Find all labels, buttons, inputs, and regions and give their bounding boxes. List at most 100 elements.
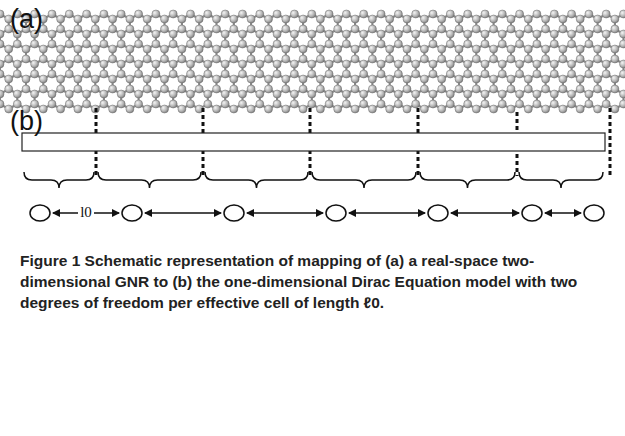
atom bbox=[533, 60, 541, 68]
atom bbox=[334, 25, 342, 33]
atom bbox=[161, 55, 169, 63]
atom bbox=[230, 85, 238, 93]
atom bbox=[109, 25, 117, 33]
atom bbox=[516, 10, 524, 18]
atom bbox=[490, 25, 498, 33]
atom bbox=[602, 10, 610, 18]
atom bbox=[524, 45, 532, 53]
atom bbox=[585, 90, 593, 98]
atom bbox=[481, 60, 489, 68]
atom bbox=[178, 55, 186, 63]
atom bbox=[152, 90, 160, 98]
atom bbox=[377, 70, 385, 78]
atom bbox=[429, 60, 437, 68]
atom bbox=[316, 85, 324, 93]
atom bbox=[620, 70, 625, 78]
atom bbox=[377, 30, 385, 38]
atom bbox=[342, 60, 350, 68]
atom bbox=[247, 105, 255, 113]
atom bbox=[299, 25, 307, 33]
atom bbox=[559, 55, 567, 63]
atom bbox=[213, 25, 221, 33]
atom bbox=[178, 85, 186, 93]
atom bbox=[239, 100, 247, 108]
atom bbox=[386, 55, 394, 63]
atom bbox=[568, 70, 576, 78]
atom bbox=[316, 75, 324, 83]
atom bbox=[403, 15, 411, 23]
atom bbox=[247, 15, 255, 23]
atom bbox=[576, 15, 584, 23]
atom bbox=[455, 25, 463, 33]
atom bbox=[585, 30, 593, 38]
atom bbox=[481, 100, 489, 108]
atom bbox=[109, 45, 117, 53]
atom bbox=[585, 40, 593, 48]
atom bbox=[74, 55, 82, 63]
atom bbox=[31, 90, 39, 98]
atom bbox=[152, 10, 160, 18]
atom bbox=[187, 60, 195, 68]
atom bbox=[91, 85, 99, 93]
atom bbox=[83, 100, 91, 108]
atom bbox=[420, 85, 428, 93]
atom bbox=[377, 60, 385, 68]
atom bbox=[420, 55, 428, 63]
atom bbox=[169, 70, 177, 78]
atom bbox=[13, 60, 21, 68]
atom bbox=[472, 15, 480, 23]
atom bbox=[360, 10, 368, 18]
atom bbox=[472, 85, 480, 93]
atom bbox=[161, 25, 169, 33]
atom bbox=[559, 45, 567, 53]
atom bbox=[550, 90, 558, 98]
atom bbox=[117, 100, 125, 108]
atom bbox=[498, 70, 506, 78]
atom bbox=[256, 40, 264, 48]
coupling-arrow bbox=[247, 212, 323, 214]
atom bbox=[152, 30, 160, 38]
atom bbox=[178, 105, 186, 113]
atom bbox=[620, 30, 625, 38]
atom bbox=[386, 75, 394, 83]
atom bbox=[377, 90, 385, 98]
atom bbox=[273, 30, 281, 38]
atom bbox=[213, 75, 221, 83]
atom bbox=[282, 55, 290, 63]
atom bbox=[187, 100, 195, 108]
atom bbox=[213, 45, 221, 53]
atom bbox=[481, 30, 489, 38]
atom bbox=[152, 70, 160, 78]
atom bbox=[602, 70, 610, 78]
atom bbox=[239, 70, 247, 78]
atom bbox=[57, 85, 65, 93]
atom bbox=[620, 90, 625, 98]
atom bbox=[48, 40, 56, 48]
atom bbox=[576, 55, 584, 63]
atom bbox=[195, 75, 203, 83]
atom bbox=[256, 100, 264, 108]
atom bbox=[325, 60, 333, 68]
atom bbox=[117, 30, 125, 38]
atom bbox=[221, 100, 229, 108]
atom bbox=[204, 90, 212, 98]
atom bbox=[611, 15, 619, 23]
atom bbox=[559, 25, 567, 33]
atom bbox=[308, 40, 316, 48]
atom bbox=[74, 45, 82, 53]
atom bbox=[351, 25, 359, 33]
atom bbox=[429, 30, 437, 38]
panel-label: (b) bbox=[10, 106, 43, 137]
atom bbox=[265, 15, 273, 23]
atom bbox=[620, 40, 625, 48]
atom bbox=[342, 100, 350, 108]
atom bbox=[221, 40, 229, 48]
ribbon-strip bbox=[22, 133, 605, 151]
atom bbox=[498, 100, 506, 108]
atom bbox=[386, 25, 394, 33]
atom bbox=[524, 105, 532, 113]
atom bbox=[446, 40, 454, 48]
atom bbox=[455, 15, 463, 23]
atom bbox=[533, 70, 541, 78]
atom bbox=[117, 40, 125, 48]
